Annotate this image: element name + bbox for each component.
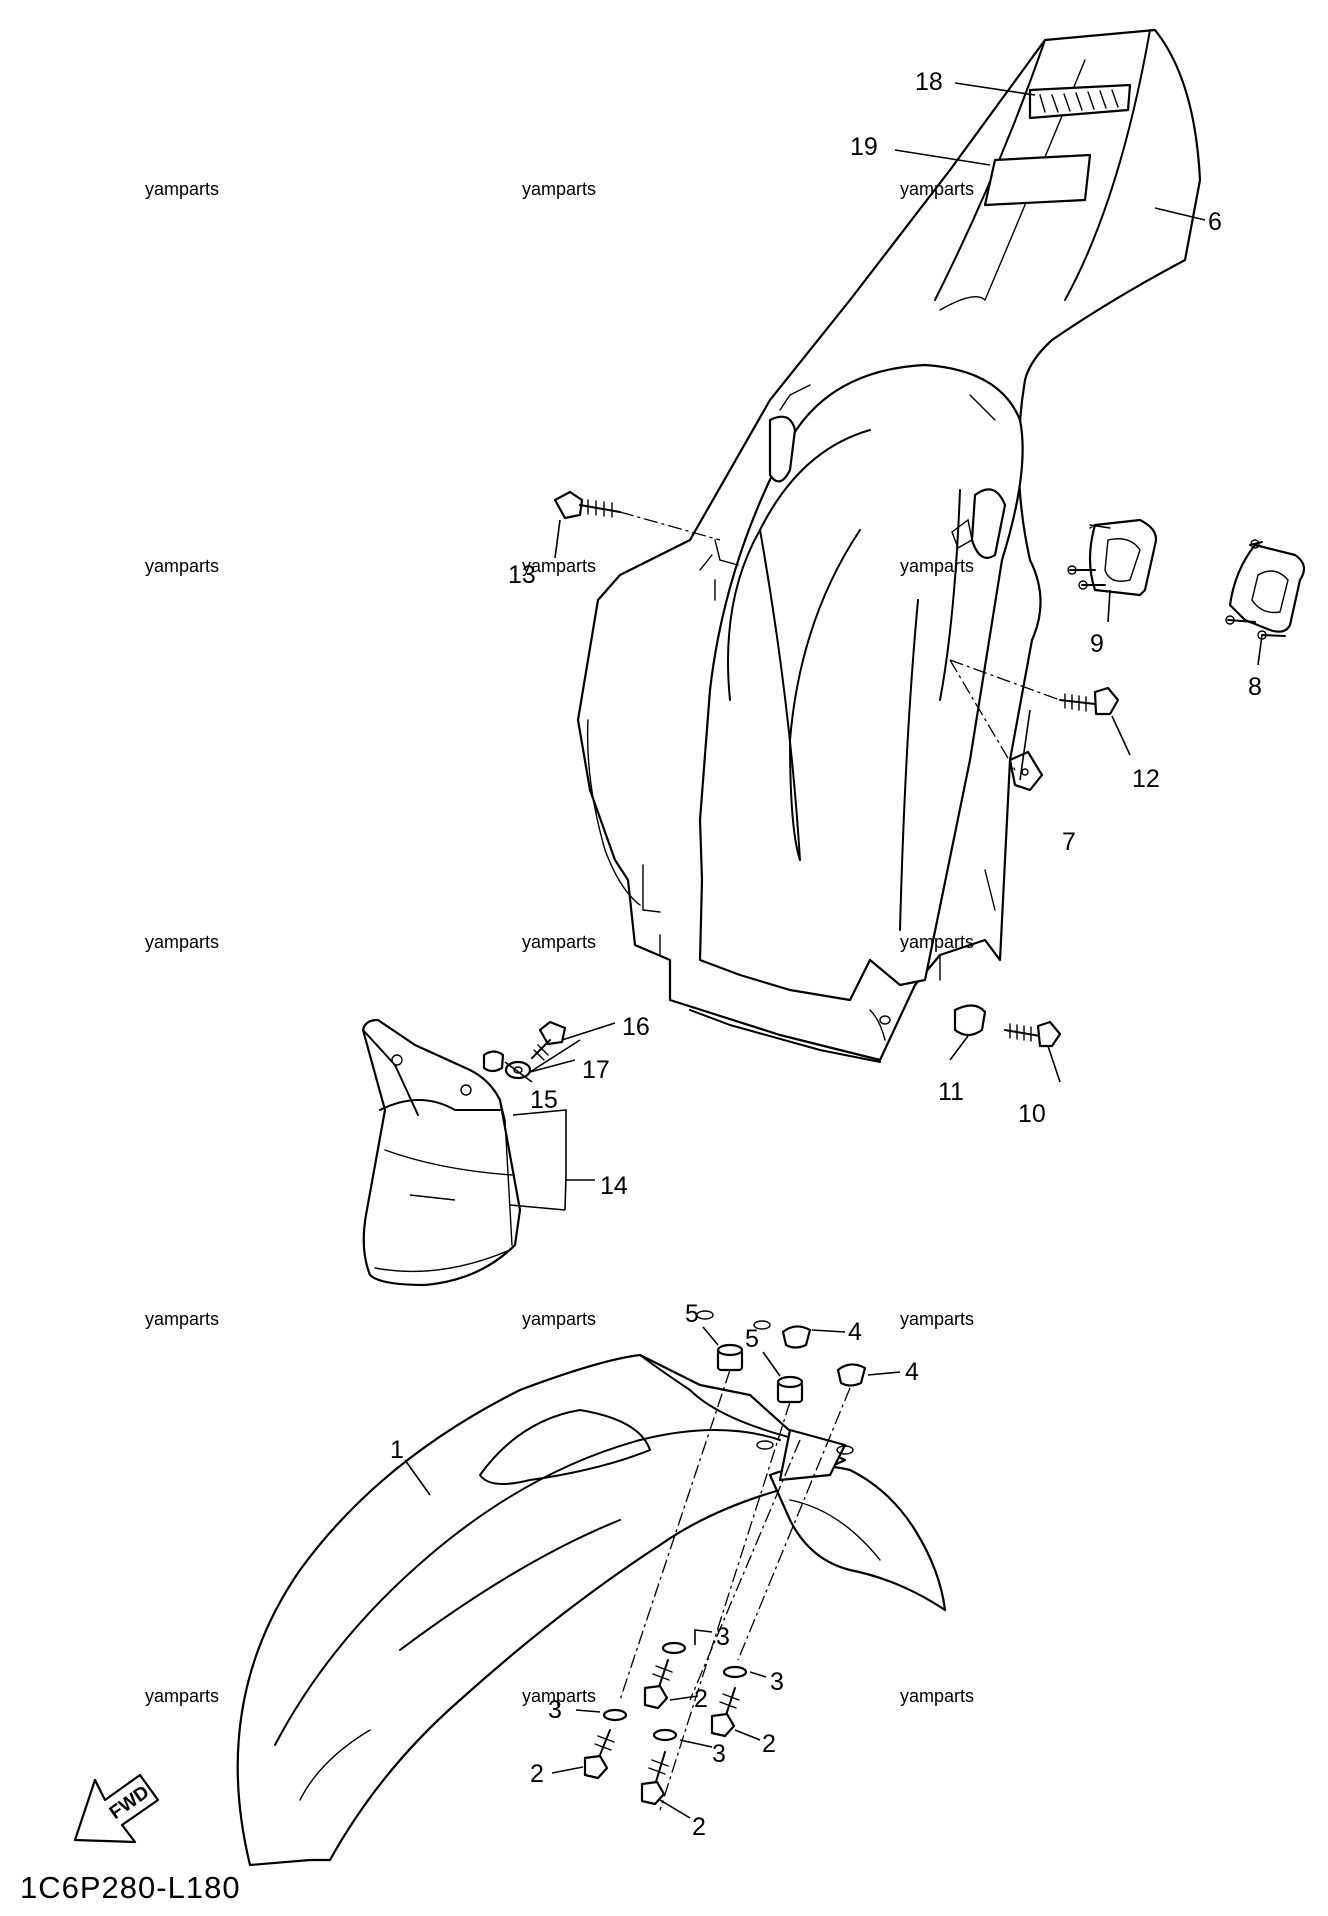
leader-13 (619, 511, 721, 541)
fwd-arrow-icon: FWD (73, 1773, 160, 1844)
callout-3c: 3 (770, 1668, 784, 1696)
watermark: yamparts (522, 1686, 596, 1706)
bolt-2c (710, 1687, 740, 1738)
bolt-10 (1004, 1020, 1062, 1048)
part-9-plate (1067, 518, 1158, 597)
mud-guard (361, 1018, 522, 1287)
callout-12: 12 (1132, 765, 1160, 793)
bolt-2d (640, 1751, 669, 1806)
watermark: yamparts (145, 179, 219, 199)
mount-line-b (659, 1401, 791, 1811)
watermark: yamparts (900, 179, 974, 199)
mount-line-c (737, 1387, 851, 1661)
callout-15: 15 (530, 1086, 558, 1114)
front-fender (236, 1310, 947, 1867)
washer-3d (652, 1728, 678, 1742)
callout-2a: 2 (530, 1760, 544, 1788)
bolt-2b (643, 1659, 673, 1710)
callout-5a: 5 (685, 1300, 699, 1328)
watermark: yamparts (522, 932, 596, 952)
diagram-code: 1C6P280-L180 (20, 1870, 241, 1905)
callout-8: 8 (1248, 673, 1262, 701)
leader-12 (949, 659, 1061, 701)
callout-3b: 3 (548, 1696, 562, 1724)
callout-3a: 3 (716, 1623, 730, 1651)
callout-14: 14 (600, 1172, 628, 1200)
collar-11 (953, 1004, 987, 1037)
watermark: yamparts (900, 556, 974, 576)
callout-4b: 4 (905, 1358, 919, 1386)
watermark: yamparts (522, 556, 596, 576)
callout-labels: 18 19 6 13 9 8 12 7 16 17 15 14 11 10 5 … (390, 68, 1262, 1841)
watermark: yamparts (145, 1686, 219, 1706)
callout-16: 16 (622, 1013, 650, 1041)
washer-3a (602, 1708, 628, 1722)
callout-3d: 3 (712, 1740, 726, 1768)
collar-5b (776, 1375, 804, 1404)
callout-7: 7 (1062, 828, 1076, 856)
watermarks: yamparts yamparts yamparts yamparts yamp… (145, 179, 974, 1706)
grommet-4a (781, 1325, 812, 1349)
part-8-plate (1225, 539, 1306, 640)
callout-13: 13 (508, 561, 536, 589)
callout-6: 6 (1208, 208, 1222, 236)
callout-4a: 4 (848, 1318, 862, 1346)
washer-3b (661, 1641, 687, 1655)
watermark: yamparts (900, 1309, 974, 1329)
washer-3c (722, 1665, 748, 1679)
bolt-16 (531, 1020, 567, 1061)
callout-17: 17 (582, 1056, 610, 1084)
watermark: yamparts (145, 932, 219, 952)
watermark: yamparts (145, 556, 219, 576)
watermark: yamparts (900, 1686, 974, 1706)
callout-19: 19 (850, 133, 878, 161)
callout-9: 9 (1090, 630, 1104, 658)
callout-1: 1 (390, 1436, 404, 1464)
watermark: yamparts (145, 1309, 219, 1329)
grommet-4b (836, 1363, 867, 1387)
mount-line-d (689, 1439, 801, 1701)
bolt-13 (553, 490, 621, 520)
bolt-12 (1059, 686, 1120, 716)
leader-lines (404, 82, 1263, 1819)
part-7-clip (1008, 750, 1044, 792)
leader-7 (949, 659, 1016, 771)
callout-11: 11 (938, 1078, 964, 1106)
collar-5a (716, 1343, 744, 1372)
rear-fender (576, 28, 1202, 1063)
callout-18: 18 (915, 68, 943, 96)
watermark: yamparts (522, 179, 596, 199)
watermark: yamparts (900, 932, 974, 952)
callout-2d: 2 (692, 1813, 706, 1841)
watermark: yamparts (522, 1309, 596, 1329)
washer-17 (504, 1060, 532, 1080)
collar-15 (482, 1050, 505, 1073)
callout-5b: 5 (745, 1325, 759, 1353)
mount-line-a (619, 1369, 731, 1701)
callout-2c: 2 (762, 1730, 776, 1758)
bolt-2a (583, 1729, 615, 1780)
callout-2b: 2 (694, 1685, 708, 1713)
callout-10: 10 (1018, 1100, 1046, 1128)
